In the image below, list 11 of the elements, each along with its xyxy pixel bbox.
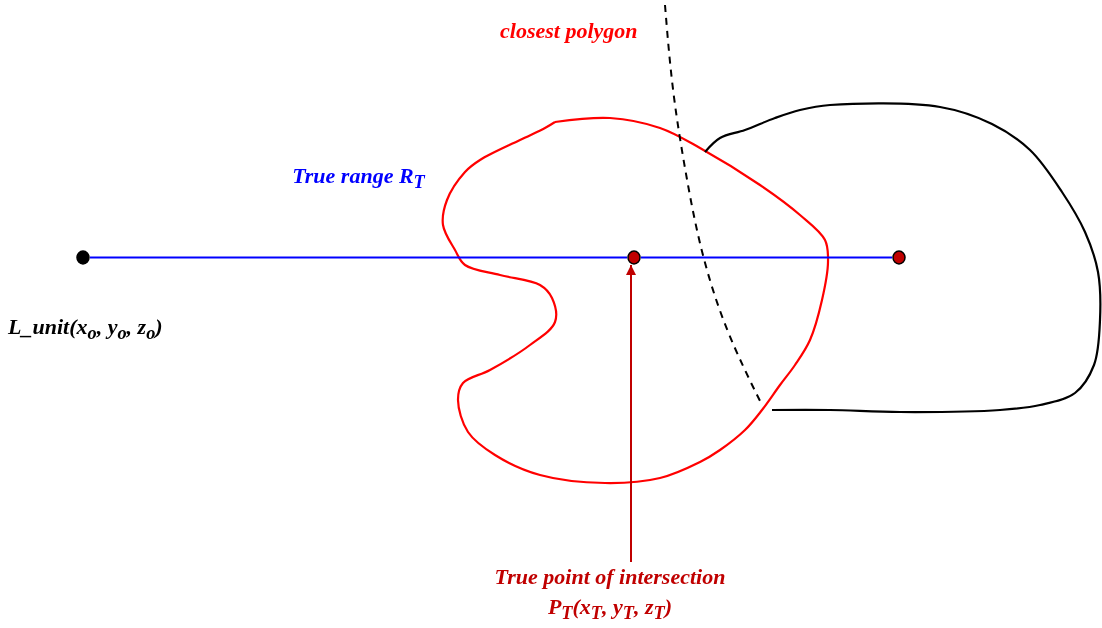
point-marker	[892, 250, 906, 265]
annotation-text: True point of intersection	[493, 563, 727, 591]
connector-line	[89, 256, 628, 259]
connector-line	[640, 256, 893, 259]
edge-label: True range R$_{T}$	[291, 161, 427, 194]
point-marker	[627, 250, 641, 265]
annotation-text: closest polygon	[500, 17, 638, 45]
arrow	[626, 264, 636, 563]
coordinate-label: L_unit(x$_{o}$, y$_{o}$, z$_{o}$)	[8, 313, 163, 346]
coordinate-label: P$_{T}$(x$_{T}$, y$_{T}$, z$_{T}$)	[546, 593, 674, 626]
point-marker	[76, 250, 90, 265]
